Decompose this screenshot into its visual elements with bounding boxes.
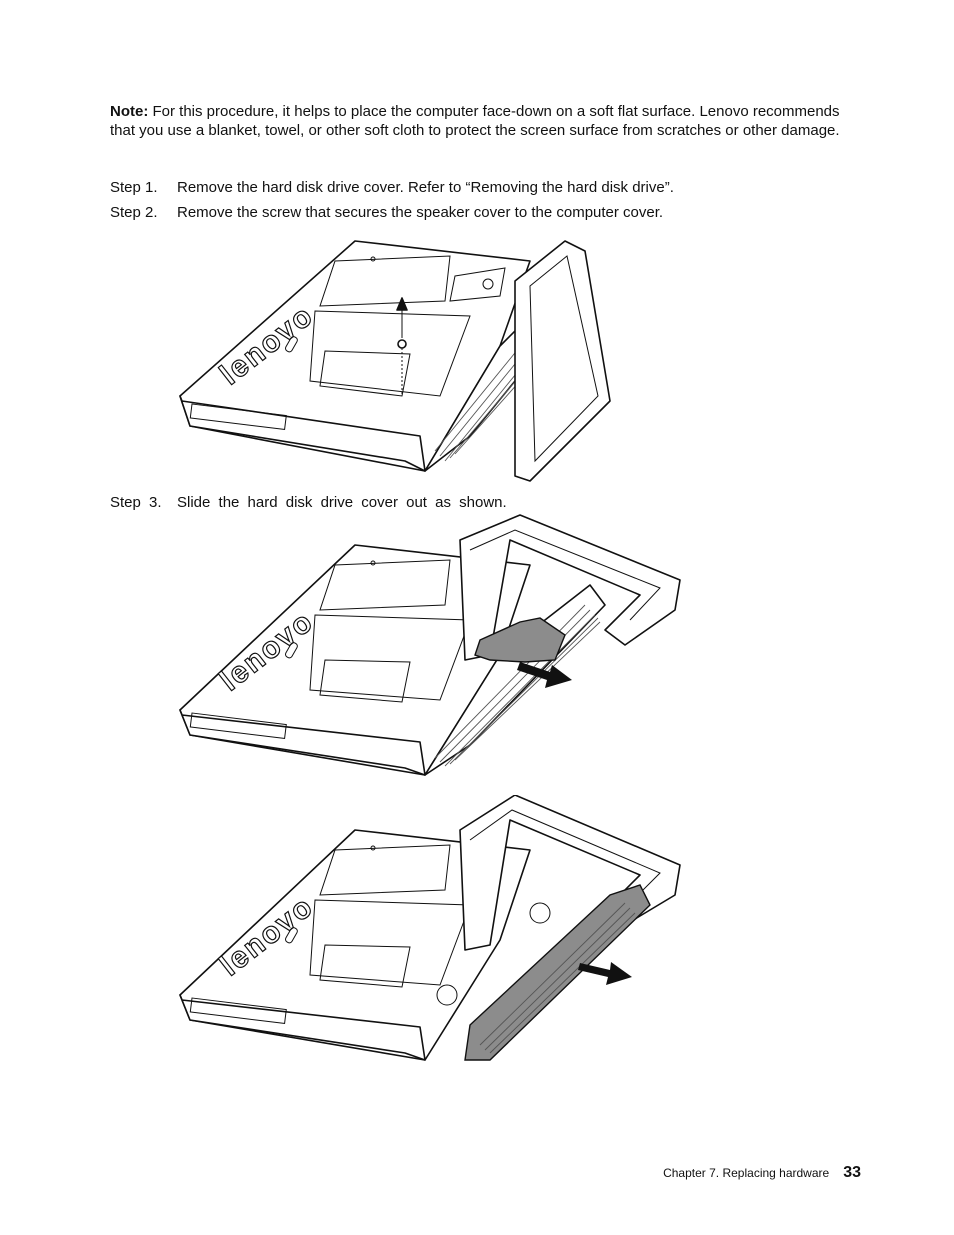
stand-illustration <box>459 795 681 951</box>
step-3: Step 3. Slide the hard disk drive cover o… <box>110 493 507 512</box>
note-label: Note: <box>110 103 149 120</box>
step-text: Remove the screw that secures the speake… <box>177 204 664 221</box>
figure-cover-removed: lenovo <box>179 795 681 1061</box>
slide-arrow-icon <box>578 962 632 985</box>
stand-illustration <box>514 240 611 482</box>
step-number: Step 3. <box>110 494 162 511</box>
note-text: For this procedure, it helps to place th… <box>110 103 840 139</box>
step-text: Slide the hard disk drive cover out as s… <box>177 494 507 511</box>
page-number: 33 <box>843 1164 861 1181</box>
computer-body-illustration: lenovo <box>179 829 551 1061</box>
chapter-title: Chapter 7. Replacing hardware <box>663 1166 830 1180</box>
hand-illustration <box>474 617 566 663</box>
step-number: Step 1. <box>110 179 158 196</box>
computer-body-illustration: lenovo <box>179 544 606 776</box>
step-1: Step 1. Remove the hard disk drive cover.… <box>110 178 674 197</box>
note-paragraph: Note: For this procedure, it helps to pl… <box>110 102 860 140</box>
computer-body-illustration: lenovo <box>179 240 561 472</box>
step-text: Remove the hard disk drive cover. Refer … <box>177 179 674 196</box>
figure-screw-removal: lenovo <box>179 240 611 482</box>
speaker-cover-illustration <box>464 884 651 1061</box>
step-number: Step 2. <box>110 204 158 221</box>
slide-arrow-icon <box>517 662 572 688</box>
figure-slide-cover: lenovo <box>179 514 681 776</box>
page-footer: Chapter 7. Replacing hardware 33 <box>663 1164 861 1182</box>
step-2: Step 2. Remove the screw that secures the… <box>110 203 663 222</box>
